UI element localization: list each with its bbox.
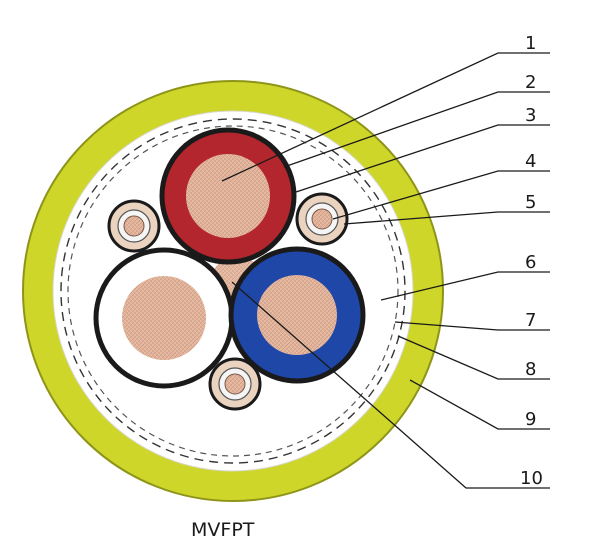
leader-line-6 [380, 271, 550, 301]
leader-line-9 [409, 379, 550, 430]
leader-line-8 [397, 335, 550, 380]
pilot-conductor [311, 208, 333, 230]
callout-number-6: 6 [525, 252, 536, 273]
callout-numbers: 1 2 3 4 5 6 7 8 9 10 [520, 33, 543, 489]
power-core-blue [228, 246, 366, 384]
leader-line-5 [343, 211, 550, 225]
diagram-caption: MVFPT [191, 519, 255, 541]
red-conductor [186, 154, 270, 238]
blue-conductor [257, 275, 337, 355]
leader-line-1 [221, 52, 550, 182]
leader-lines [221, 52, 550, 489]
callout-number-1: 1 [525, 33, 536, 54]
pilot-core-bottom [208, 357, 262, 411]
callout-number-7: 7 [525, 310, 536, 331]
leader-line-7 [394, 321, 550, 331]
pilot-conductor [123, 215, 145, 237]
callout-number-10: 10 [520, 468, 543, 489]
white-conductor [122, 276, 206, 360]
leader-line-3 [295, 124, 550, 193]
screen-ring-inner [67, 125, 399, 457]
pilot-conductor [224, 373, 246, 395]
pilot-core-right [295, 192, 349, 246]
screen-ring-outer [60, 118, 406, 464]
callout-number-3: 3 [525, 105, 536, 126]
power-core-white [93, 247, 235, 389]
leader-line-4 [332, 170, 550, 220]
callout-number-8: 8 [525, 359, 536, 380]
leader-line-2 [283, 91, 550, 168]
callout-number-2: 2 [525, 72, 536, 93]
power-core-red [159, 127, 297, 265]
callout-number-5: 5 [525, 192, 536, 213]
callout-number-4: 4 [525, 151, 536, 172]
leader-line-10 [231, 281, 550, 489]
pilot-core-left [107, 199, 161, 253]
callout-number-9: 9 [525, 409, 536, 430]
